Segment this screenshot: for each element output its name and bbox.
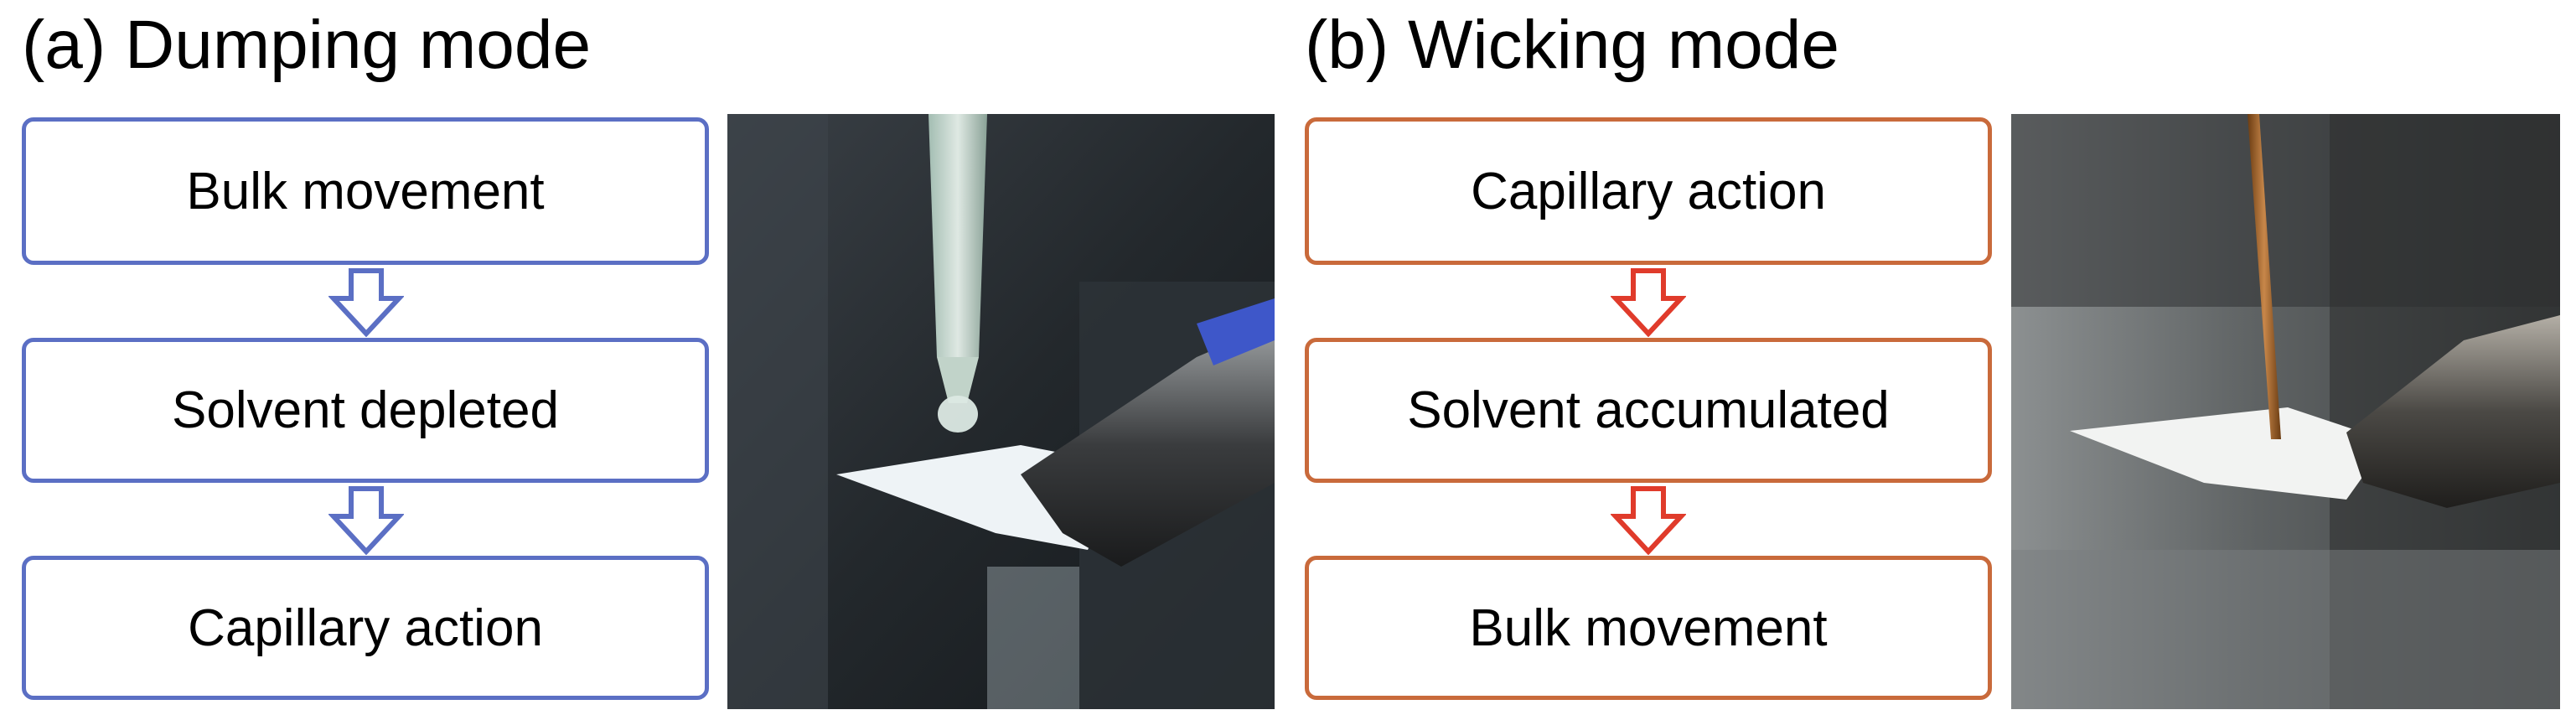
panel-a-step-1: Bulk movement bbox=[22, 117, 709, 265]
panel-b-step-2: Solvent accumulated bbox=[1305, 338, 1992, 483]
down-arrow-icon bbox=[328, 268, 404, 337]
panel-a-step-3: Capillary action bbox=[22, 556, 709, 700]
panel-a-photo bbox=[727, 114, 1275, 709]
panel-a-title: (a) Dumping mode bbox=[22, 7, 592, 83]
panel-b-title: (b) Wicking mode bbox=[1305, 7, 1839, 83]
panel-b-step-3: Bulk movement bbox=[1305, 556, 1992, 700]
panel-b-photo bbox=[2011, 114, 2560, 709]
down-arrow-icon bbox=[328, 486, 404, 555]
down-arrow-icon bbox=[1611, 268, 1686, 337]
clamp-icon bbox=[2346, 315, 2560, 508]
down-arrow-icon bbox=[1611, 486, 1686, 555]
panel-a-step-2: Solvent depleted bbox=[22, 338, 709, 483]
pipette-icon bbox=[928, 114, 987, 433]
clamp-icon bbox=[1021, 298, 1275, 567]
capillary-tube-icon bbox=[2248, 114, 2281, 439]
panel-b-step-1: Capillary action bbox=[1305, 117, 1992, 265]
